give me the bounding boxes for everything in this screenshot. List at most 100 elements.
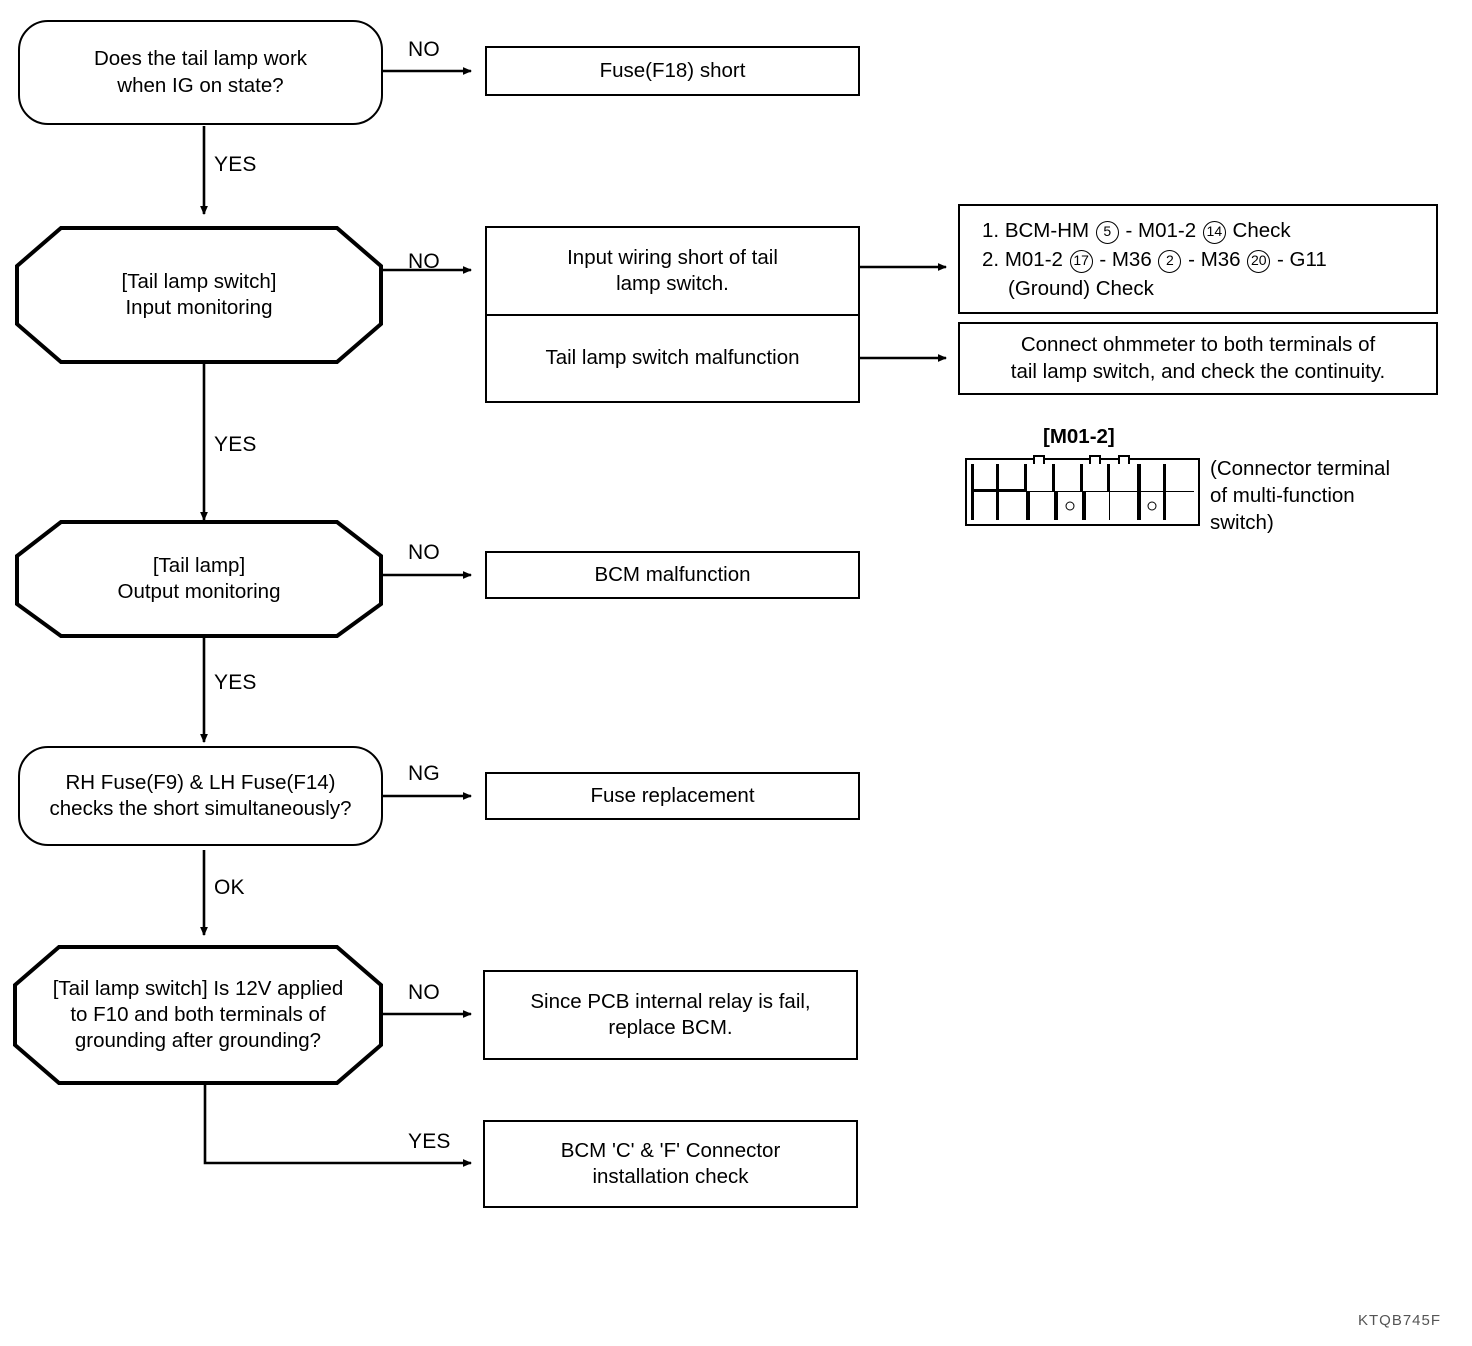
edge-label-no1: NO [408, 38, 440, 61]
check-item2-part-a: M01-2 [1004, 248, 1063, 272]
node-q3-tail-lamp-output-monitoring[interactable]: [Tail lamp] Output monitoring [15, 520, 383, 638]
circled-number-icon: 5 [1095, 221, 1119, 244]
node-r2b-text: Tail lamp switch malfunction [545, 346, 800, 370]
connector-pin [1082, 455, 1111, 492]
node-q4-text: RH Fuse(F9) & LH Fuse(F14) checks the sh… [20, 770, 381, 822]
edge-label-no2: NO [408, 250, 440, 273]
check-item2-part-b: M36 [1111, 248, 1152, 272]
ohm-box-text: Connect ohmmeter to both terminals of ta… [960, 332, 1436, 384]
edge-label-no3: NO [408, 541, 440, 564]
node-q3-line1: [Tail lamp] [152, 553, 246, 577]
node-q2-text: [Tail lamp switch] Input monitoring [15, 269, 383, 321]
connector-pin [971, 464, 999, 492]
check-list-box[interactable]: 1. BCM-HM 5 - M01-2 14 Check 2. M01-2 17… [958, 204, 1438, 314]
octagon-outline-q2 [15, 226, 383, 364]
check-item1-number: 1. [982, 219, 1000, 242]
connector-pin [1054, 492, 1083, 520]
ohm-box-line2: tail lamp switch, and check the continui… [1010, 359, 1386, 383]
connector-pin [971, 492, 999, 520]
node-r6-line1: BCM 'C' & 'F' Connector [560, 1138, 781, 1162]
node-r3-bcm-malfunction[interactable]: BCM malfunction [485, 551, 860, 599]
node-r1-fuse-f18-short[interactable]: Fuse(F18) short [485, 46, 860, 96]
node-q1-line2: when IG on state? [117, 73, 284, 97]
edge-label-ng4: NG [408, 762, 440, 785]
node-r5-line2: replace BCM. [608, 1016, 733, 1039]
connector-pin [1166, 492, 1194, 520]
node-q2-line1: [Tail lamp switch] [121, 269, 277, 293]
check-item2-sep-b: - [1188, 248, 1195, 272]
node-r3-text: BCM malfunction [594, 562, 751, 586]
node-r5-line1: Since PCB internal relay is fail, [530, 989, 811, 1013]
check-list-item-2: 2. M01-2 17 - M36 2 - M36 20 - G11 [982, 245, 1422, 274]
node-q1-line1: Does the tail lamp work [93, 47, 308, 71]
connector-caption-line1: (Connector terminal [1210, 457, 1391, 480]
connector-dot-icon [1147, 501, 1157, 511]
check-list-item-1: 1. BCM-HM 5 - M01-2 14 Check [982, 216, 1422, 245]
node-r4-fuse-replacement[interactable]: Fuse replacement [485, 772, 860, 820]
edge-label-no5: NO [408, 981, 440, 1004]
connector-pin [1026, 455, 1055, 492]
node-r5-replace-bcm[interactable]: Since PCB internal relay is fail, replac… [483, 970, 858, 1060]
check-item1-part-b: M01-2 [1138, 219, 1197, 242]
circled-number-icon: 20 [1247, 250, 1271, 274]
node-q4-rh-lh-fuse-check[interactable]: RH Fuse(F9) & LH Fuse(F14) checks the sh… [18, 746, 383, 846]
node-r2a-input-wiring-short[interactable]: Input wiring short of tail lamp switch. [487, 228, 858, 316]
node-r4-text: Fuse replacement [590, 783, 755, 807]
edge-label-yes2: YES [214, 433, 257, 456]
node-r2b-switch-malfunction[interactable]: Tail lamp switch malfunction [487, 316, 858, 401]
connector-dot-icon [1065, 501, 1075, 511]
connector-pin [1054, 464, 1083, 492]
octagon-outline-q5 [13, 945, 383, 1085]
node-q5-line2: to F10 and both terminals of [70, 1002, 326, 1026]
edge-label-yes5: YES [408, 1130, 451, 1153]
node-q3-text: [Tail lamp] Output monitoring [15, 553, 383, 605]
connector-pin [1110, 455, 1139, 492]
node-r2a-line2: lamp switch. [616, 271, 729, 295]
ohmmeter-instruction-box[interactable]: Connect ohmmeter to both terminals of ta… [958, 322, 1438, 395]
check-item2-number: 2. [982, 248, 1000, 272]
node-r2a-line1: Input wiring short of tail [567, 245, 778, 269]
watermark-code: KTQB745F [1358, 1312, 1442, 1329]
check-list-item-2-continuation: (Ground) Check [1008, 277, 1154, 301]
connector-pin [1138, 464, 1167, 492]
node-q4-line2: checks the short simultaneously? [49, 797, 352, 820]
connector-pin [1110, 492, 1139, 520]
connector-tab-icon [1117, 455, 1130, 464]
edge-label-yes1: YES [214, 153, 257, 176]
node-q2-tail-lamp-switch-input-monitoring[interactable]: [Tail lamp switch] Input monitoring [15, 226, 383, 364]
connector-pin [998, 464, 1027, 492]
connector-pin [999, 492, 1027, 520]
node-q5-line1: [Tail lamp switch] Is 12V applied [52, 976, 344, 1000]
circled-number-icon: 14 [1202, 221, 1226, 244]
connector-tab-icon [1088, 455, 1101, 464]
node-q4-line1: RH Fuse(F9) & LH Fuse(F14) [65, 770, 336, 794]
node-q5-12v-applied-f10[interactable]: [Tail lamp switch] Is 12V applied to F10… [13, 945, 383, 1085]
connector-title: [M01-2] [1043, 425, 1115, 448]
node-q3-line2: Output monitoring [117, 580, 281, 603]
node-q1-text: Does the tail lamp work when IG on state… [20, 46, 381, 98]
edge-label-yes3: YES [214, 671, 257, 694]
edge-label-ok4: OK [214, 876, 245, 899]
node-r6-bcm-connector-install-check[interactable]: BCM 'C' & 'F' Connector installation che… [483, 1120, 858, 1208]
check-item2-sep-c: - [1276, 248, 1284, 272]
node-r2a-text: Input wiring short of tail lamp switch. [567, 245, 778, 297]
node-q5-text: [Tail lamp switch] Is 12V applied to F10… [13, 976, 383, 1055]
node-r1-text: Fuse(F18) short [599, 58, 746, 82]
connector-pin [1026, 492, 1055, 520]
check-item1-part-a: BCM-HM [1004, 219, 1090, 242]
node-r6-line2: installation check [592, 1165, 749, 1188]
check-item1-sep-a: - [1125, 219, 1133, 242]
node-r6-text: BCM 'C' & 'F' Connector installation che… [485, 1138, 856, 1190]
check-item2-sep-a: - [1099, 248, 1107, 272]
node-q1-tail-lamp-ig-on[interactable]: Does the tail lamp work when IG on state… [18, 20, 383, 125]
connector-caption-line2: of multi-function [1210, 484, 1355, 508]
check-item2-part-d: G11 [1289, 248, 1327, 272]
node-q5-line3: grounding after grounding? [74, 1029, 322, 1053]
connector-tab-icon [1033, 455, 1046, 464]
node-r2-causes-box[interactable]: Input wiring short of tail lamp switch. … [485, 226, 860, 403]
node-q2-line2: Input monitoring [125, 296, 273, 319]
ohm-box-line1: Connect ohmmeter to both terminals of [1020, 333, 1376, 357]
connector-pin-grid [971, 455, 1194, 520]
connector-pin [1138, 492, 1167, 520]
